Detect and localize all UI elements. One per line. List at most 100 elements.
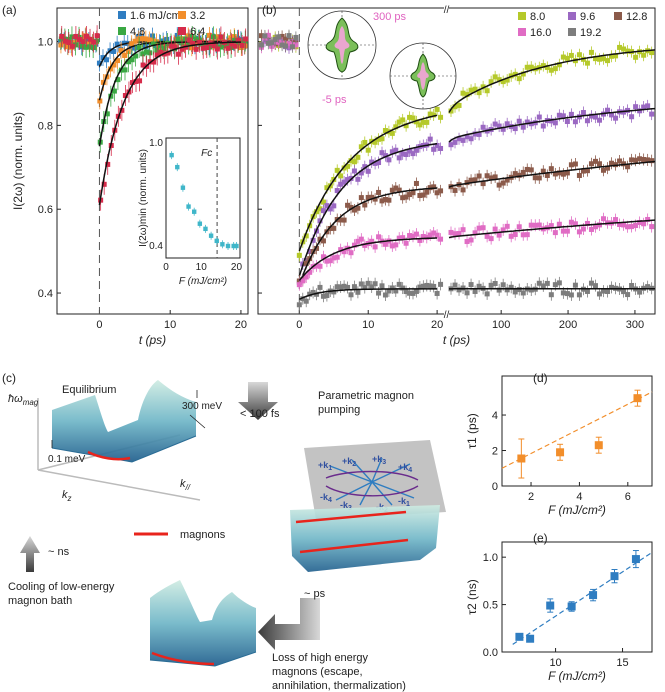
data-point: [338, 217, 344, 223]
data-point: [320, 199, 326, 205]
data-point: [556, 62, 562, 68]
data-point: [386, 288, 392, 294]
inset-y-label: I(2ω)min (norm. units): [138, 149, 149, 247]
data-point: [609, 160, 615, 166]
energy-01mev-label: 0.1 meV: [48, 454, 86, 465]
data-point: [605, 107, 611, 113]
data-point: [365, 147, 371, 153]
data-point: [314, 263, 320, 269]
data-point: [407, 192, 413, 198]
data-point: [403, 194, 409, 200]
legend-marker-b: [518, 28, 526, 36]
inset-point: [234, 243, 239, 249]
data-point: [327, 258, 333, 264]
data-point: [480, 225, 486, 231]
data-point: [225, 41, 231, 47]
data-point: [456, 287, 462, 293]
legend-marker-b: [568, 28, 576, 36]
polar-plot-initial: [307, 10, 377, 80]
data-point: [572, 282, 578, 288]
data-point: [228, 35, 234, 41]
data-point: [231, 34, 237, 40]
data-point: [617, 158, 623, 164]
data-point: [492, 121, 498, 127]
data-point: [129, 41, 135, 47]
data-point: [307, 269, 313, 275]
data-point: [532, 222, 538, 228]
data-point: [382, 153, 388, 159]
data-point: [420, 119, 426, 125]
data-point: [362, 202, 368, 208]
x-tick-label-e: 15: [616, 657, 628, 669]
data-point: [625, 164, 631, 170]
data-point-d: [556, 448, 565, 457]
data-point: [438, 145, 444, 151]
data-point: [649, 50, 655, 56]
data-point: [637, 289, 643, 295]
data-point: [351, 159, 357, 165]
data-point: [540, 168, 546, 174]
data-point: [484, 173, 490, 179]
data-point: [136, 36, 142, 42]
data-point: [393, 242, 399, 248]
data-point: [520, 290, 526, 296]
data-point-d: [517, 454, 526, 463]
data-point: [434, 190, 440, 196]
data-point: [310, 237, 316, 243]
data-point: [389, 149, 395, 155]
data-point: [365, 168, 371, 174]
fit-curve-left: [299, 288, 438, 300]
data-point: [379, 198, 385, 204]
polar-plot-final: [389, 42, 457, 110]
data-point: [122, 93, 128, 99]
data-point: [484, 233, 490, 239]
data-point: [369, 284, 375, 290]
kz-axis-label: kz: [62, 489, 72, 503]
data-point: [115, 77, 121, 83]
data-point: [512, 126, 518, 132]
data-point: [108, 93, 114, 99]
step1-text-line2: pumping: [318, 404, 360, 416]
data-point: [172, 44, 178, 50]
data-point: [464, 180, 470, 186]
data-point: [468, 136, 474, 142]
data-point: [637, 156, 643, 162]
data-point: [269, 40, 275, 46]
data-point: [139, 36, 145, 42]
data-point: [334, 254, 340, 260]
data-point: [400, 117, 406, 123]
data-point: [324, 203, 330, 209]
x-axis-label-a: t (ps): [139, 333, 166, 347]
data-point: [548, 223, 554, 229]
data-point: [464, 134, 470, 140]
y-axis-label-e: τ2 (ns): [465, 579, 479, 614]
data-point: [645, 103, 651, 109]
data-point: [341, 217, 347, 223]
data-point: [556, 112, 562, 118]
data-point: [410, 151, 416, 157]
panel-label-a: (a): [2, 3, 17, 17]
data-point: [434, 290, 440, 296]
data-point: [528, 121, 534, 127]
data-point: [338, 247, 344, 253]
data-point: [460, 227, 466, 233]
arrow-up-cooling: [20, 536, 40, 572]
data-point: [136, 44, 142, 50]
data-point: [621, 222, 627, 228]
data-point: [452, 282, 458, 288]
data-point: [104, 57, 110, 63]
data-point: [362, 164, 368, 170]
step3-text-line2: magnon bath: [8, 595, 72, 607]
fit-line-e: [512, 551, 653, 645]
data-point: [324, 293, 330, 299]
data-point: [369, 159, 375, 165]
data-point: [413, 180, 419, 186]
data-point: [179, 46, 185, 52]
data-point: [596, 56, 602, 62]
data-point: [504, 287, 510, 293]
data-point: [580, 168, 586, 174]
data-point: [488, 79, 494, 85]
data-point: [345, 163, 351, 169]
k-vectors: [329, 457, 415, 506]
data-point: [413, 288, 419, 294]
